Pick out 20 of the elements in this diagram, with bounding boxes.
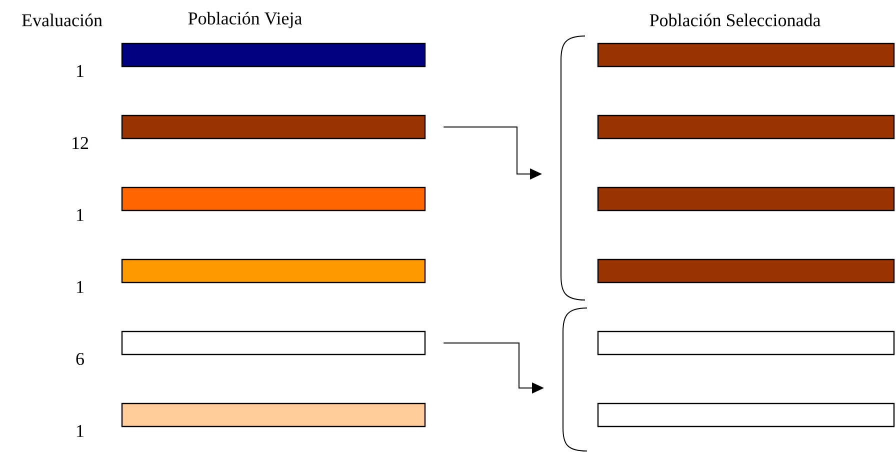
bar (597, 42, 895, 68)
evaluation-number: 1 (77, 65, 84, 77)
evaluation-number: 1 (77, 425, 84, 437)
bar (121, 258, 426, 284)
evaluation-number: 6 (76, 352, 84, 366)
bar (121, 186, 426, 212)
bar (597, 402, 895, 428)
bar (121, 330, 426, 356)
bar (121, 114, 426, 140)
bar (597, 330, 895, 356)
bar (121, 42, 426, 68)
bar (597, 186, 895, 212)
column-heading: Población Seleccionada (650, 14, 820, 26)
bar (121, 402, 426, 428)
evaluation-number: 1 (77, 209, 84, 221)
evaluation-number: 12 (72, 137, 88, 149)
bar (597, 114, 895, 140)
bar (597, 258, 895, 284)
evaluation-number: 1 (77, 281, 84, 293)
column-heading: Evaluación (22, 14, 102, 26)
